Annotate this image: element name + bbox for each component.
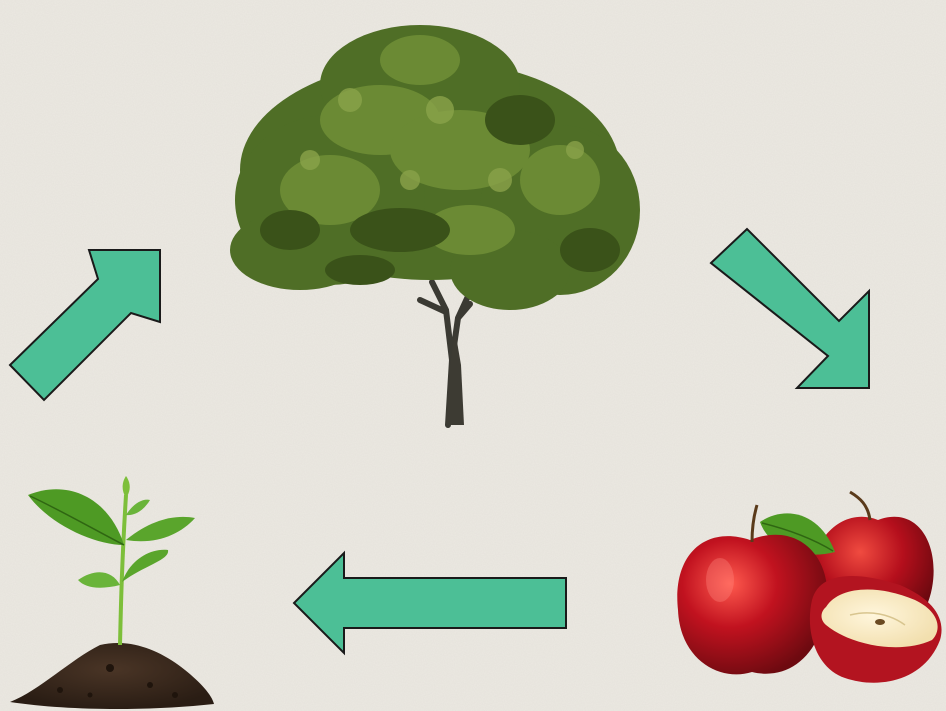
arrow-fruit-to-seedling bbox=[292, 550, 567, 656]
arrow-seedling-to-tree bbox=[8, 249, 161, 402]
seedling-icon bbox=[10, 476, 214, 710]
apples-icon bbox=[677, 490, 942, 683]
tree-icon bbox=[230, 25, 640, 428]
arrow-tree-to-fruit bbox=[709, 227, 870, 389]
